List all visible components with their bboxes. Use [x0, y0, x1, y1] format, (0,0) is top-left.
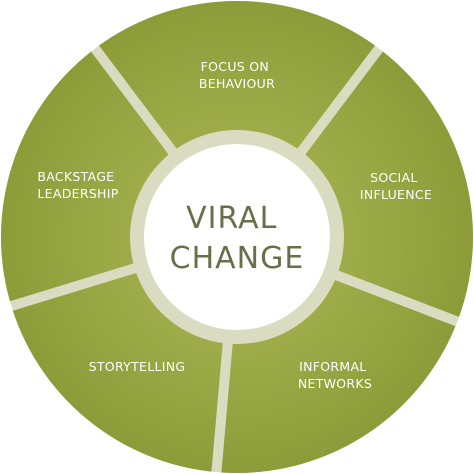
center-disc: [144, 144, 330, 330]
segment-label-backstage: BACKSTAGE LEADERSHIP: [37, 169, 118, 201]
segment-label-focus: FOCUS ON BEHAVIOUR: [199, 59, 275, 91]
segment-backstage: [0, 51, 173, 302]
segment-label-storytelling: STORYTELLING: [89, 359, 186, 374]
center-title: VIRAL CHANGE: [170, 201, 305, 276]
segment-storytelling: [12, 270, 224, 472]
segment-social: [301, 51, 473, 317]
segment-informal: [221, 277, 456, 473]
segment-focus: [98, 0, 376, 155]
labels-layer: FOCUS ON BEHAVIOUR SOCIAL INFLUENCE INFO…: [37, 59, 432, 391]
segment-label-informal: INFORMAL NETWORKS: [298, 359, 372, 391]
segment-label-social: SOCIAL INFLUENCE: [360, 170, 432, 202]
